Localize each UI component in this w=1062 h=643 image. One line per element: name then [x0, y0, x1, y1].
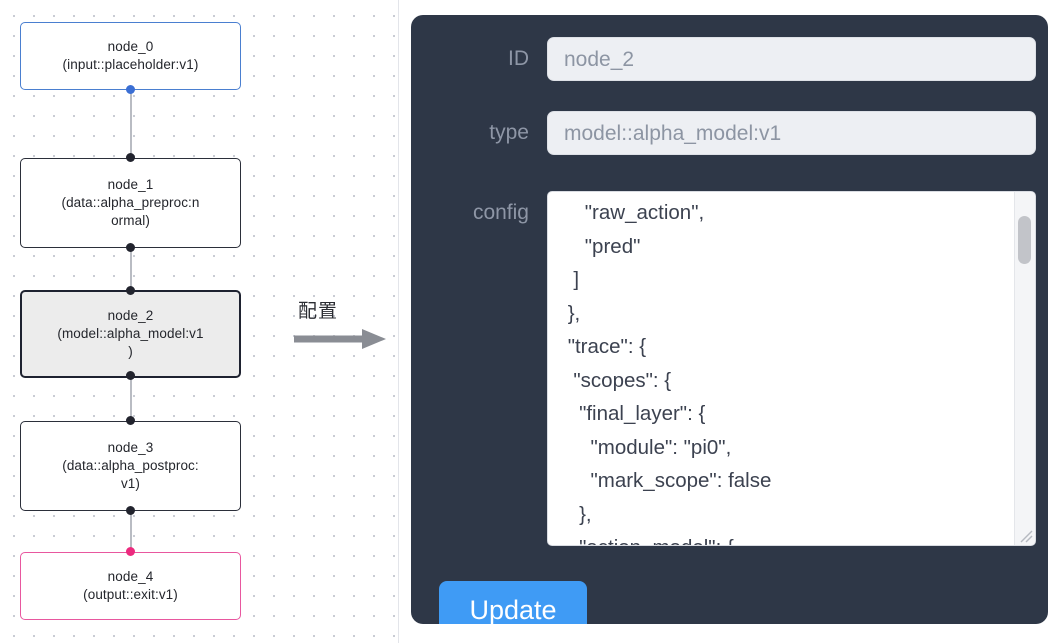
port-node_2-input[interactable] [126, 286, 135, 295]
node-config-panel: ID node_2 type model::alpha_model:v1 con… [411, 15, 1048, 624]
graph-node-node_1[interactable]: node_1 (data::alpha_preproc:n ormal) [20, 158, 241, 248]
port-node_4-input[interactable] [126, 547, 135, 556]
update-button[interactable]: Update [439, 581, 587, 624]
config-textarea[interactable]: "raw_action", "pred" ] }, "trace": { "sc… [547, 191, 1036, 546]
port-node_3-input[interactable] [126, 416, 135, 425]
config-field-label: config [472, 201, 529, 224]
edge-node3-node4 [130, 511, 132, 551]
field-row-id: ID node_2 [411, 37, 1036, 81]
port-node_2-output[interactable] [126, 371, 135, 380]
edge-node1-node2 [130, 248, 132, 292]
graph-node-node_3[interactable]: node_3 (data::alpha_postproc: v1) [20, 421, 241, 511]
config-textarea-value: "raw_action", "pred" ] }, "trace": { "sc… [567, 201, 772, 545]
graph-node-label: node_1 (data::alpha_preproc:n ormal) [61, 177, 200, 228]
edge-node0-node1 [130, 90, 132, 158]
port-node_1-input[interactable] [126, 153, 135, 162]
type-field-label: type [489, 121, 529, 144]
graph-node-node_0[interactable]: node_0 (input::placeholder:v1) [20, 22, 241, 90]
config-scrollbar-thumb[interactable] [1018, 216, 1031, 264]
graph-node-label: node_2 (model::alpha_model:v1 ) [57, 308, 204, 359]
config-scrollbar[interactable] [1014, 192, 1035, 545]
annotation-group: 配置 [292, 296, 396, 356]
port-node_3-output[interactable] [126, 506, 135, 515]
id-input[interactable]: node_2 [547, 37, 1036, 81]
field-row-type: type model::alpha_model:v1 [411, 111, 1036, 155]
graph-node-node_4[interactable]: node_4 (output::exit:v1) [20, 552, 241, 620]
resize-handle-icon[interactable] [1016, 526, 1034, 544]
graph-node-label: node_3 (data::alpha_postproc: v1) [62, 440, 199, 491]
annotation-label: 配置 [298, 300, 339, 322]
port-node_1-output[interactable] [126, 243, 135, 252]
type-input[interactable]: model::alpha_model:v1 [547, 111, 1036, 155]
graph-canvas[interactable]: node_0 (input::placeholder:v1) node_1 (d… [0, 0, 398, 643]
graph-node-label: node_4 (output::exit:v1) [83, 569, 178, 602]
arrow-right-icon [294, 329, 386, 349]
canvas-divider [398, 0, 399, 643]
graph-node-label: node_0 (input::placeholder:v1) [62, 39, 199, 72]
edge-node2-node3 [130, 375, 132, 419]
id-field-label: ID [508, 47, 529, 70]
port-node_0-output[interactable] [126, 85, 135, 94]
graph-node-node_2[interactable]: node_2 (model::alpha_model:v1 ) [20, 290, 241, 378]
field-row-config: config "raw_action", "pred" ] }, "trace"… [411, 191, 1036, 546]
